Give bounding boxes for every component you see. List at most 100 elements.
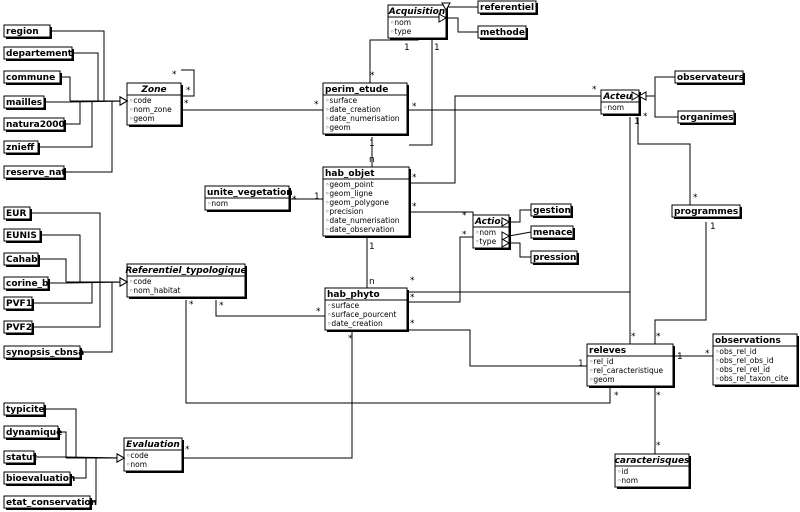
class-attribute: ◦surface [325, 96, 358, 105]
class-referentiel-typologique[interactable]: Referentiel_typologique◦code◦nom_habitat [125, 263, 247, 299]
generalization-line [50, 30, 127, 102]
multiplicity-label: n [369, 277, 375, 287]
class-name: synopsis_cbnsa [6, 348, 84, 358]
class-box [3, 95, 45, 109]
class-attribute: ◦date_numerisation [325, 114, 400, 123]
class-name: hab_phyto [327, 290, 380, 300]
class-referentiel[interactable]: referentiel [477, 0, 538, 15]
class-attribute: ◦nom [475, 228, 496, 237]
class-name: reserve_nat [6, 168, 66, 178]
class-gestion[interactable]: gestion [530, 203, 573, 218]
class-znieff[interactable]: znieff [3, 140, 40, 155]
class-attribute: ◦geom_ligne [325, 189, 373, 198]
class-box [126, 263, 246, 298]
class-observations[interactable]: observations◦obs_rel_id◦obs_rel_obs_id◦o… [712, 333, 799, 387]
class-corine-b[interactable]: corine_b [3, 276, 50, 291]
multiplicity-label: * [370, 71, 375, 81]
class-name: Zone [140, 85, 166, 95]
class-commune[interactable]: commune [3, 70, 62, 85]
class-hab-objet[interactable]: hab_objet◦geom_point◦geom_ligne◦geom_pol… [322, 166, 411, 238]
class-region[interactable]: region [3, 24, 52, 39]
class-releves[interactable]: releves◦rel_id◦rel_caracteristique◦geom [586, 343, 675, 388]
association-lines [30, 3, 713, 503]
multiplicity-label: * [656, 332, 661, 342]
class-mailles[interactable]: mailles [3, 95, 46, 110]
class-name: menace [533, 228, 572, 238]
class-acquisition[interactable]: Acquisition◦nom◦type [387, 4, 448, 40]
class-natura2000[interactable]: natura2000 [3, 117, 66, 132]
class-dynamique[interactable]: dynamique [3, 425, 62, 440]
class-organimes[interactable]: organimes [677, 110, 736, 125]
class-bioevaluation[interactable]: bioevaluation [3, 471, 75, 486]
generalization-line [40, 234, 81, 282]
class-zone[interactable]: Zone◦code◦nom_zone◦geom [126, 82, 183, 127]
class-perim-etude[interactable]: perim_etude◦surface◦date_creation◦date_n… [322, 82, 409, 136]
class-unite-vegetation[interactable]: unite_vegetation◦nom [204, 185, 293, 212]
generalization-line [509, 242, 531, 258]
class-programmes[interactable]: programmes [671, 204, 742, 219]
multiplicity-label: * [592, 85, 597, 95]
multiplicity-label: * [189, 300, 194, 310]
multiplicity-label: * [656, 441, 661, 451]
class-name: corine_b [6, 279, 49, 289]
class-synopsis-cbnsa[interactable]: synopsis_cbnsa [3, 345, 84, 360]
class-acteur[interactable]: Acteur◦nom [600, 89, 641, 116]
class-typicite[interactable]: typicite [3, 402, 46, 417]
class-attribute: ◦id [617, 467, 629, 476]
generalization-line [58, 431, 67, 458]
class-departement[interactable]: departement [3, 46, 74, 61]
class-name: statut [6, 453, 37, 463]
class-name: Referentiel_typologique [125, 266, 246, 276]
class-name: methode [480, 28, 525, 38]
class-attribute: ◦precision [325, 207, 364, 216]
class-box [677, 110, 735, 124]
class-box [674, 70, 744, 84]
multiplicity-label: * [292, 195, 297, 205]
class-pvf2[interactable]: PVF2 [3, 320, 34, 335]
class-observateurs[interactable]: observateurs [674, 70, 745, 85]
multiplicity-label: * [184, 99, 189, 109]
multiplicity-label: 1 [434, 43, 440, 53]
class-reserve-nat[interactable]: reserve_nat [3, 165, 66, 180]
class-hab-phyto[interactable]: hab_phyto◦surface◦surface_pourcent◦date_… [324, 287, 409, 332]
class-box [530, 225, 574, 239]
class-caracterisques[interactable]: caracterisques◦id◦nom [614, 453, 691, 489]
class-box [3, 70, 61, 84]
class-name: mailles [6, 98, 42, 108]
inheritance-arrowhead [637, 91, 647, 101]
inheritance-arrowhead [119, 96, 129, 106]
class-attribute: ◦date_numerisation [325, 216, 400, 225]
class-name: region [6, 27, 39, 37]
generalization-line [38, 258, 67, 282]
class-attribute: ◦surface [327, 301, 360, 310]
class-attribute: ◦date_creation [327, 319, 383, 328]
class-eur[interactable]: EUR [3, 206, 32, 221]
class-attribute: ◦geom_point [325, 180, 374, 189]
multiplicity-label: * [614, 391, 619, 401]
class-evaluation[interactable]: Evaluation◦code◦nom [123, 437, 184, 473]
class-eunis[interactable]: EUNIS [3, 228, 42, 243]
class-attribute: ◦nom [126, 460, 147, 469]
class-methode[interactable]: methode [477, 25, 528, 40]
multiplicity-label: * [412, 173, 417, 183]
class-pvf1[interactable]: PVF1 [3, 296, 34, 311]
class-box [3, 425, 59, 439]
class-name: observations [715, 336, 781, 346]
class-pression[interactable]: pression [530, 250, 579, 265]
multiplicity-label: * [316, 307, 321, 317]
multiplicity-label: * [412, 102, 417, 112]
class-box [530, 250, 578, 264]
class-name: typicite [6, 405, 45, 415]
class-menace[interactable]: menace [530, 225, 575, 240]
class-name: natura2000 [6, 120, 65, 130]
class-etat-conservation[interactable]: etat_conservation [3, 495, 97, 510]
inheritance-arrowhead [501, 231, 511, 241]
generalization-line [60, 76, 71, 101]
class-attribute: ◦nom [207, 199, 228, 208]
class-attribute: ◦code [126, 451, 149, 460]
multiplicity-label: * [705, 349, 710, 359]
generalization-line [80, 282, 113, 353]
class-cahab[interactable]: Cahab [3, 252, 40, 267]
class-statut[interactable]: statut [3, 450, 37, 465]
generalization-line [509, 209, 531, 223]
